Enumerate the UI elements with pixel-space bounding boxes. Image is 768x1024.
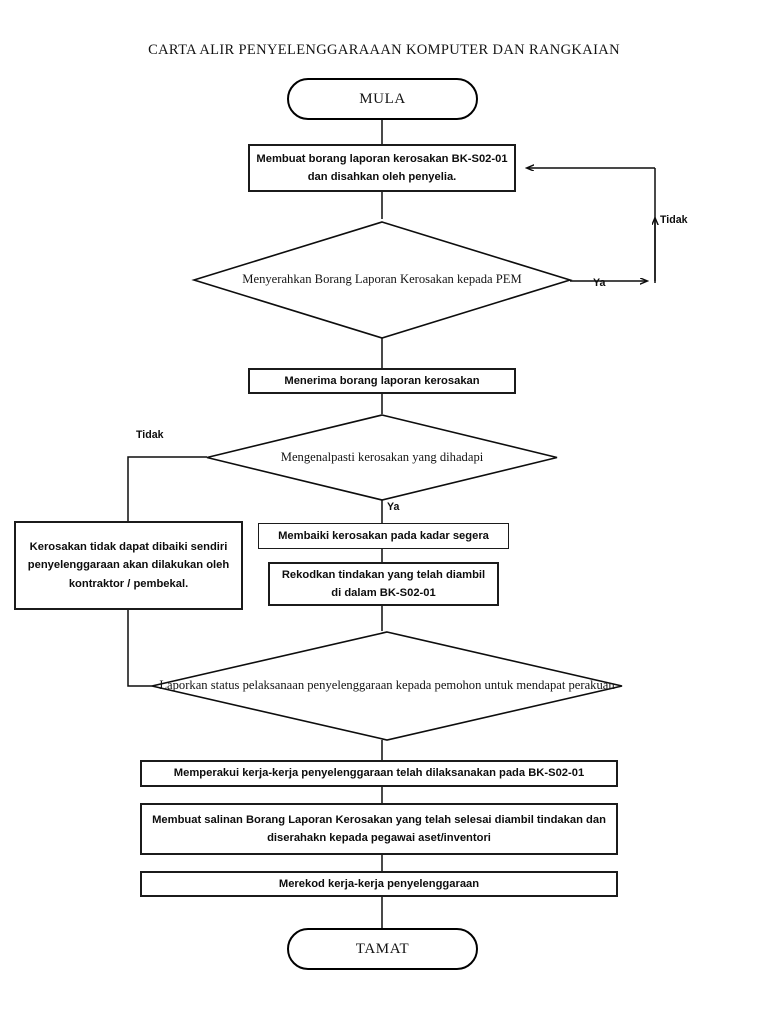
node-merekod[interactable]: Merekod kerja-kerja penyelenggaraan xyxy=(140,871,618,897)
edge-label-tidak-top: Tidak xyxy=(660,214,688,226)
node-tamat-label: TAMAT xyxy=(355,940,410,957)
node-mula[interactable]: MULA xyxy=(287,78,478,120)
node-membuat-borang[interactable]: Membuat borang laporan kerosakan BK-S02-… xyxy=(248,144,516,192)
edge-diamond2-tidak-left xyxy=(127,456,207,521)
node-laporkan-status[interactable]: Laporkan status pelaksanaan penyelenggar… xyxy=(151,631,623,741)
node-mula-label: MULA xyxy=(359,90,406,107)
node-kerosakan-tidak-dapat[interactable]: Kerosakan tidak dapat dibaiki sendiri pe… xyxy=(14,521,243,610)
edge-label-tidak-mid: Tidak xyxy=(136,429,164,441)
node-membaiki-kerosakan[interactable]: Membaiki kerosakan pada kadar segera xyxy=(258,523,509,549)
node-rekodkan-tindakan[interactable]: Rekodkan tindakan yang telah diambil di … xyxy=(268,562,499,606)
node-tamat[interactable]: TAMAT xyxy=(287,928,478,970)
node-memperakui-label: Memperakui kerja-kerja penyelenggaraan t… xyxy=(173,767,585,780)
node-membaiki-kerosakan-label: Membaiki kerosakan pada kadar segera xyxy=(278,529,489,542)
diamond-shape-1 xyxy=(191,221,573,339)
node-kerosakan-tidak-dapat-label: Kerosakan tidak dapat dibaiki sendiri pe… xyxy=(27,541,230,590)
node-membuat-salinan[interactable]: Membuat salinan Borang Laporan Kerosakan… xyxy=(140,803,618,855)
node-merekod-label: Merekod kerja-kerja penyelenggaraan xyxy=(278,877,480,890)
node-memperakui[interactable]: Memperakui kerja-kerja penyelenggaraan t… xyxy=(140,760,618,787)
node-menerima-borang[interactable]: Menerima borang laporan kerosakan xyxy=(248,368,516,394)
diamond-shape-3 xyxy=(151,631,623,741)
node-mengenalpasti[interactable]: Mengenalpasti kerosakan yang dihadapi xyxy=(206,414,558,501)
edge-label-ya-mid: Ya xyxy=(387,501,400,513)
page-title: CARTA ALIR PENYELENGGARAAAN KOMPUTER DAN… xyxy=(148,42,620,58)
node-menyerahkan-borang[interactable]: Menyerahkan Borang Laporan Kerosakan kep… xyxy=(191,221,573,339)
diamond-shape-2 xyxy=(206,414,558,501)
node-membuat-salinan-label: Membuat salinan Borang Laporan Kerosakan… xyxy=(152,813,606,844)
node-rekodkan-tindakan-label: Rekodkan tindakan yang telah diambil di … xyxy=(281,568,486,599)
node-menerima-borang-label: Menerima borang laporan kerosakan xyxy=(284,374,480,387)
node-membuat-borang-label: Membuat borang laporan kerosakan BK-S02-… xyxy=(256,152,508,183)
edge-leftbox-to-diamond3 xyxy=(127,610,152,687)
edge-label-ya-top: Ya xyxy=(593,277,606,289)
